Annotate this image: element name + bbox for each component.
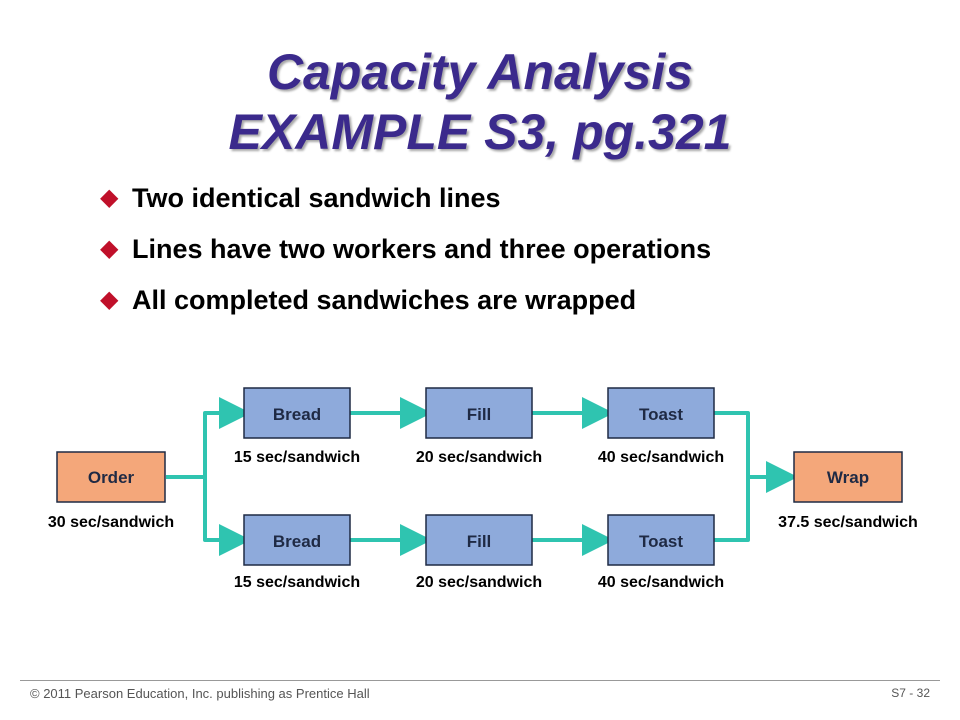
footer-divider: [20, 680, 940, 681]
toast-rate-bottom: 40 sec/sandwich: [598, 574, 724, 591]
wrap-box: [793, 451, 903, 503]
slide-title-line-1: Capacity Analysis: [266, 44, 694, 100]
bullet-text: Lines have two workers and three operati…: [132, 234, 712, 264]
fill-box-top: [425, 387, 533, 439]
bullet-text: All completed sandwiches are wrapped: [132, 285, 637, 315]
bread-box-top: [243, 387, 351, 439]
toast-label-bottom: Toast: [639, 532, 683, 551]
order-box: [56, 451, 166, 503]
toast-box-bottom: [607, 514, 715, 566]
bullet-list: ◆ Two identical sandwich lines ◆ Lines h…: [96, 178, 711, 331]
bread-label-bottom: Bread: [273, 532, 321, 551]
connector-split-bottom: [203, 477, 251, 556]
bread-rate-top: 15 sec/sandwich: [234, 449, 360, 466]
fill-rate-bottom: 20 sec/sandwich: [416, 574, 542, 591]
bullet-item: ◆ Two identical sandwich lines: [96, 178, 711, 229]
connector-toast-bottom-merge: [714, 477, 750, 542]
footer-copyright: © 2011 Pearson Education, Inc. publishin…: [30, 686, 370, 701]
toast-label-top: Toast: [639, 405, 683, 424]
order-label: Order: [88, 468, 135, 487]
bullet-text: Two identical sandwich lines: [132, 183, 501, 213]
fill-rate-top: 20 sec/sandwich: [416, 449, 542, 466]
bread-rate-bottom: 15 sec/sandwich: [234, 574, 360, 591]
connector-split-top: [203, 397, 251, 477]
wrap-rate: 37.5 sec/sandwich: [778, 514, 918, 531]
fill-box-bottom: [425, 514, 533, 566]
wrap-label: Wrap: [827, 468, 869, 487]
slide-title-line-2: EXAMPLE S3, pg.321: [228, 104, 732, 160]
order-rate: 30 sec/sandwich: [48, 514, 174, 531]
connector-toast-top-merge: [714, 411, 750, 477]
bread-box-bottom: [243, 514, 351, 566]
bullet-item: ◆ All completed sandwiches are wrapped: [96, 280, 711, 331]
toast-box-top: [607, 387, 715, 439]
toast-rate-top: 40 sec/sandwich: [598, 449, 724, 466]
diamond-icon: ◆: [100, 184, 119, 211]
bread-label-top: Bread: [273, 405, 321, 424]
footer-page-number: S7 - 32: [891, 686, 930, 700]
fill-label-top: Fill: [467, 405, 492, 424]
diamond-icon: ◆: [100, 286, 119, 313]
diamond-icon: ◆: [100, 235, 119, 262]
fill-label-bottom: Fill: [467, 532, 492, 551]
bullet-item: ◆ Lines have two workers and three opera…: [96, 229, 711, 280]
